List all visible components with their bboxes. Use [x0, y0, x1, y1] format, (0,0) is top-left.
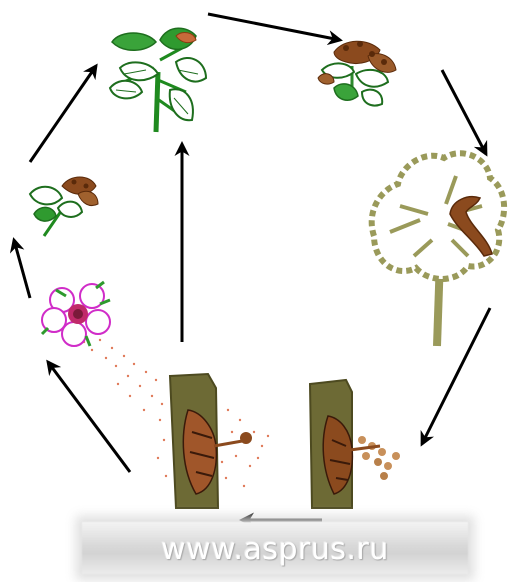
young-shoot-icon: [110, 28, 206, 132]
arrow-shoot-to-leaves: [208, 14, 340, 40]
bark-canker-icon: [310, 380, 400, 508]
arrow-spores-to-flower: [48, 362, 130, 472]
infected-leaves-icon: [318, 41, 396, 106]
arrow-tree-to-canker: [422, 308, 490, 444]
arrow-leaves-to-tree: [442, 70, 486, 154]
arrow-flower-to-cluster: [14, 240, 30, 298]
arrow-cluster-to-shoot: [30, 66, 96, 162]
infected-flower-icon: [42, 282, 110, 346]
leaf-cluster-icon: [30, 177, 98, 236]
watermark-text: www.asprus.ru: [82, 530, 468, 570]
spore-release-icon: [83, 339, 269, 508]
